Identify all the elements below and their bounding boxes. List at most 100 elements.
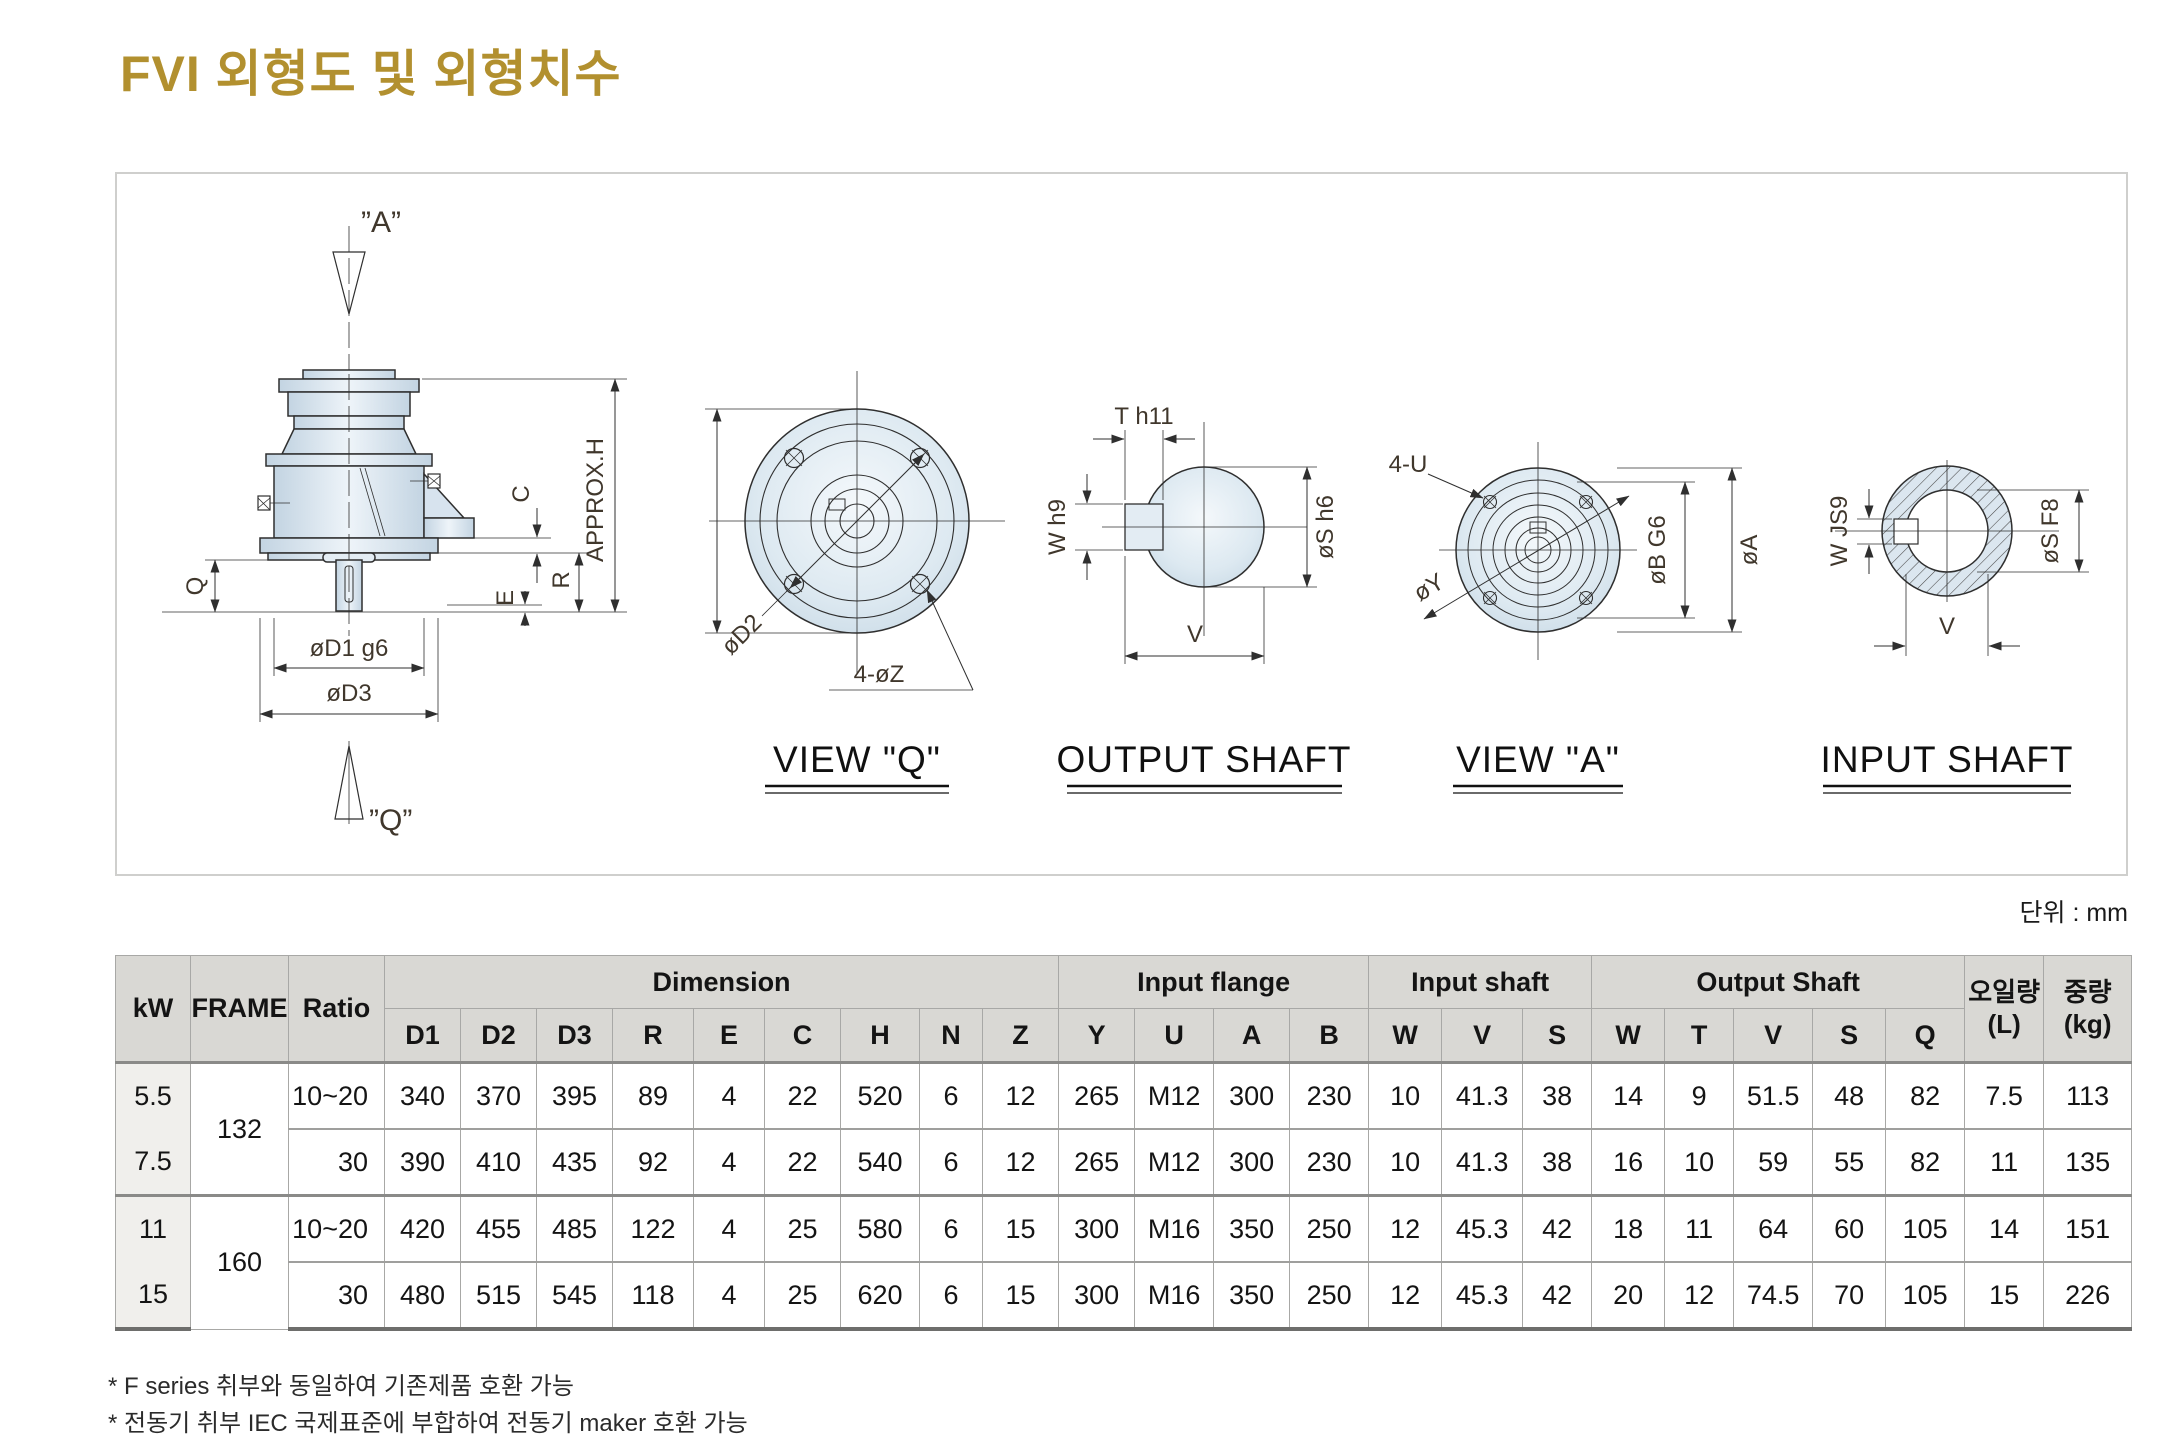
table-cell: 300 bbox=[1213, 1128, 1291, 1196]
table-cell: 16 bbox=[1591, 1128, 1666, 1196]
table-cell: 520 bbox=[840, 1061, 920, 1130]
sub-header: S bbox=[1812, 1008, 1887, 1063]
input-shaft-view: W JS9 øS F8 V INPUT SHAFT bbox=[1821, 460, 2089, 794]
col-header-kw: kW bbox=[115, 955, 191, 1063]
dim-label-w-h9: W h9 bbox=[1044, 499, 1071, 555]
view-a-title: VIEW "A" bbox=[1456, 739, 1620, 780]
sub-header: H bbox=[840, 1008, 920, 1063]
section-arrow-a-icon bbox=[332, 251, 366, 315]
table-cell: 455 bbox=[460, 1194, 537, 1263]
cell-ratio: 30 bbox=[288, 1261, 385, 1331]
table-cell: 230 bbox=[1289, 1128, 1370, 1196]
dim-label-s-h6: øS h6 bbox=[1312, 495, 1339, 559]
table-cell: 64 bbox=[1733, 1194, 1814, 1263]
table-cell: 390 bbox=[384, 1128, 461, 1196]
table-cell: 42 bbox=[1522, 1194, 1593, 1263]
table-cell: M12 bbox=[1134, 1128, 1215, 1196]
sub-header: D2 bbox=[460, 1008, 537, 1063]
table-cell: 135 bbox=[2043, 1128, 2133, 1196]
table-cell: 20 bbox=[1591, 1261, 1666, 1331]
table-cell: 480 bbox=[384, 1261, 461, 1331]
sub-header: S bbox=[1522, 1008, 1593, 1063]
dim-label-4u: 4-U bbox=[1389, 451, 1428, 478]
side-view: ”A” bbox=[162, 206, 627, 837]
sub-header: R bbox=[612, 1008, 694, 1063]
table-cell: 4 bbox=[693, 1261, 765, 1331]
sub-header: Q bbox=[1885, 1008, 1966, 1063]
dim-label-w-js9: W JS9 bbox=[1826, 496, 1853, 567]
table-cell: 545 bbox=[536, 1261, 613, 1331]
table-cell: 38 bbox=[1522, 1061, 1593, 1130]
dim-label-s-f8: øS F8 bbox=[2037, 498, 2064, 563]
dim-label-v2: V bbox=[1939, 613, 1955, 640]
table-cell: 51.5 bbox=[1733, 1061, 1814, 1130]
table-cell: 82 bbox=[1885, 1128, 1966, 1196]
group-header: Output Shaft bbox=[1591, 955, 1966, 1009]
view-a: 4-U øY øB G6 øA VIEW "A" bbox=[1389, 442, 1763, 794]
table-cell: 6 bbox=[919, 1261, 983, 1331]
dim-label-oy: øY bbox=[1409, 568, 1449, 607]
dim-label-approx-h: APPROX.H bbox=[582, 438, 609, 562]
table-cell: 41.3 bbox=[1441, 1128, 1524, 1196]
table-cell: 11 bbox=[1964, 1128, 2045, 1196]
dim-label-d2: øD2 bbox=[716, 609, 767, 660]
table-cell: 14 bbox=[1964, 1194, 2045, 1263]
dim-label-ob-g6: øB G6 bbox=[1644, 515, 1671, 584]
sub-header: D1 bbox=[384, 1008, 461, 1063]
output-shaft-view: T h11 W h9 øS h6 V OUTPUT SHAFT bbox=[1044, 403, 1351, 794]
table-cell: 300 bbox=[1058, 1194, 1136, 1263]
cell-kw: 15 bbox=[115, 1262, 191, 1331]
input-shaft-title: INPUT SHAFT bbox=[1821, 739, 2074, 780]
sub-header: Y bbox=[1058, 1008, 1136, 1063]
sub-header: Z bbox=[981, 1008, 1060, 1063]
table-cell: 118 bbox=[612, 1261, 694, 1331]
cell-kw: 5.5 bbox=[115, 1061, 191, 1130]
dim-label-4oz: 4-øZ bbox=[854, 661, 905, 688]
table-cell: 122 bbox=[612, 1194, 694, 1263]
table-cell: 6 bbox=[919, 1194, 983, 1263]
col-header-frame: FRAME bbox=[190, 955, 289, 1063]
table-cell: 45.3 bbox=[1441, 1261, 1524, 1331]
table-cell: 410 bbox=[460, 1128, 537, 1196]
sub-header: T bbox=[1664, 1008, 1735, 1063]
group-header: Input flange bbox=[1058, 955, 1370, 1009]
table-cell: M16 bbox=[1134, 1261, 1215, 1331]
sub-header: W bbox=[1368, 1008, 1443, 1063]
page-title: FVI 외형도 및 외형치수 bbox=[120, 46, 622, 102]
table-cell: 370 bbox=[460, 1061, 537, 1130]
col-header-weight: 중량(kg) bbox=[2043, 955, 2133, 1063]
table-cell: 89 bbox=[612, 1061, 694, 1130]
table-cell: 12 bbox=[981, 1128, 1060, 1196]
table-cell: 485 bbox=[536, 1194, 613, 1263]
col-header-oil: 오일량(L) bbox=[1964, 955, 2045, 1063]
table-cell: 230 bbox=[1289, 1061, 1370, 1130]
table-cell: 70 bbox=[1812, 1261, 1887, 1331]
table-cell: 48 bbox=[1812, 1061, 1887, 1130]
sub-header: V bbox=[1441, 1008, 1524, 1063]
table-cell: 92 bbox=[612, 1128, 694, 1196]
view-q: øD2 4-øZ VIEW "Q" bbox=[705, 371, 1005, 794]
cell-ratio: 10~20 bbox=[288, 1061, 385, 1130]
table-cell: 14 bbox=[1591, 1061, 1666, 1130]
table-cell: 265 bbox=[1058, 1061, 1136, 1130]
table-cell: 395 bbox=[536, 1061, 613, 1130]
dim-label-oa: øA bbox=[1736, 535, 1763, 566]
group-header: Input shaft bbox=[1368, 955, 1593, 1009]
table-cell: 4 bbox=[693, 1128, 765, 1196]
cell-frame: 160 bbox=[190, 1194, 289, 1330]
table-cell: 10 bbox=[1368, 1128, 1443, 1196]
label-view-a-arrow: ”A” bbox=[361, 206, 401, 239]
table-cell: 15 bbox=[981, 1261, 1060, 1331]
table-cell: 25 bbox=[764, 1261, 841, 1331]
table-cell: M16 bbox=[1134, 1194, 1215, 1263]
table-cell: 10 bbox=[1664, 1128, 1735, 1196]
table-cell: 151 bbox=[2043, 1194, 2133, 1263]
table-cell: 15 bbox=[1964, 1261, 2045, 1331]
technical-drawing: ”A” bbox=[162, 206, 2089, 837]
view-q-title: VIEW "Q" bbox=[773, 739, 941, 780]
dim-label-d1: øD1 g6 bbox=[310, 635, 389, 662]
table-cell: 18 bbox=[1591, 1194, 1666, 1263]
